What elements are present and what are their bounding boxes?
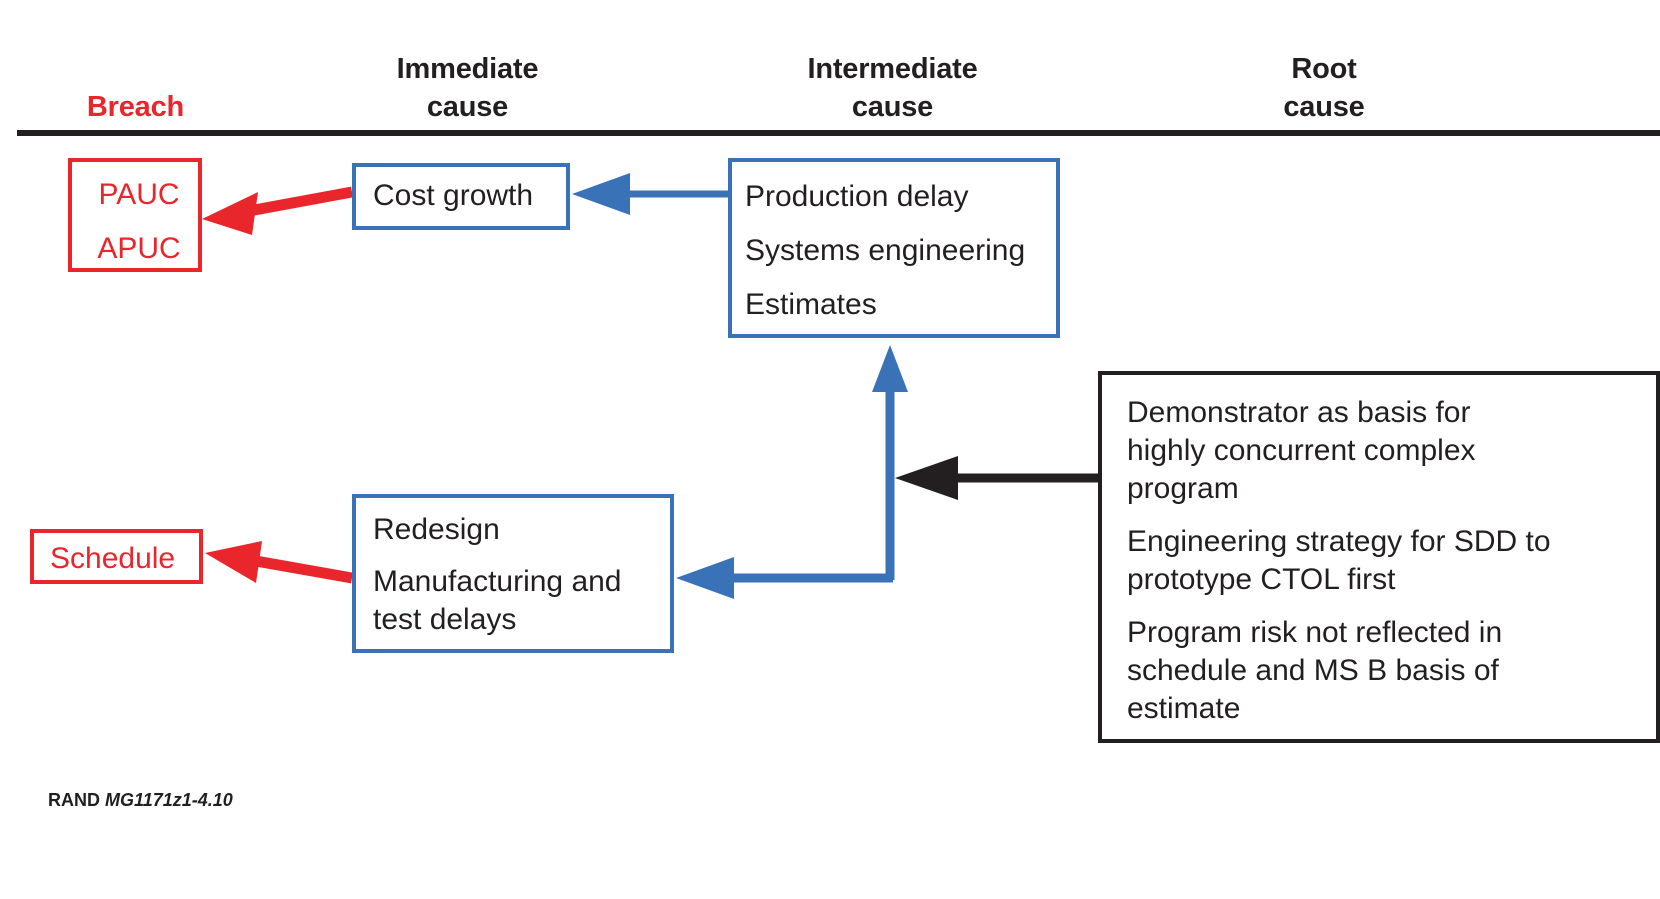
breach-box-schedule[interactable]: Schedule: [30, 529, 203, 584]
header-breach: Breach: [86, 91, 185, 123]
root-cause-item-engineering-strategy: Engineering strategy for SDD to prototyp…: [1127, 525, 1551, 596]
header-divider-rule: [17, 130, 1660, 136]
arrow-junction-to-redesign: [676, 557, 893, 599]
immediate-cause-item-manufacturing-test-delays: Manufacturing and test delays: [373, 565, 622, 636]
breach-label-apuc: APUC: [97, 232, 181, 265]
header-intermediate-line1: Intermediate: [807, 53, 978, 85]
figure-source-footer: RAND MG1171z1-4.10: [28, 769, 233, 832]
arrow-production-delay-to-cost-growth: [572, 173, 728, 215]
root-cause-item-program-risk: Program risk not reflected in schedule a…: [1127, 616, 1503, 725]
intermediate-cause-box-cost[interactable]: Production delay Systems engineering Est…: [728, 158, 1060, 338]
arrow-junction-to-intermediate: [872, 345, 908, 580]
figure-id: MG1171z1-4.10: [105, 790, 233, 810]
header-root-line2: cause: [1283, 91, 1365, 123]
arrow-root-to-junction: [895, 456, 1098, 500]
breach-box-pauc-apuc[interactable]: PAUC APUC: [68, 158, 202, 272]
header-immediate-line1: Immediate: [396, 53, 539, 85]
header-immediate-cause: Immediate cause: [350, 50, 585, 126]
arrow-cost-growth-to-pauc: [202, 186, 353, 235]
header-intermediate-line2: cause: [851, 91, 934, 123]
intermediate-cause-item-systems-engineering: Systems engineering: [745, 234, 1026, 267]
header-root-cause: Root cause: [1228, 50, 1420, 126]
breach-label-pauc: PAUC: [98, 178, 180, 211]
immediate-cause-item-redesign: Redesign: [373, 513, 500, 546]
rand-wordmark: RAND: [48, 790, 101, 810]
header-intermediate-cause: Intermediate cause: [770, 50, 1015, 126]
root-cause-item-demonstrator: Demonstrator as basis for highly concurr…: [1127, 396, 1476, 505]
arrow-redesign-to-schedule: [205, 541, 353, 584]
immediate-cause-box-schedule[interactable]: Redesign Manufacturing and test delays: [352, 494, 674, 653]
immediate-cause-box-cost-growth[interactable]: Cost growth: [352, 163, 570, 230]
header-immediate-line2: cause: [426, 91, 509, 123]
immediate-cause-label-cost-growth: Cost growth: [373, 179, 534, 212]
root-cause-box[interactable]: Demonstrator as basis for highly concurr…: [1098, 371, 1660, 743]
intermediate-cause-item-estimates: Estimates: [745, 288, 877, 321]
intermediate-cause-item-production-delay: Production delay: [745, 180, 969, 213]
header-root-line1: Root: [1291, 53, 1357, 85]
breach-label-schedule: Schedule: [50, 542, 176, 575]
